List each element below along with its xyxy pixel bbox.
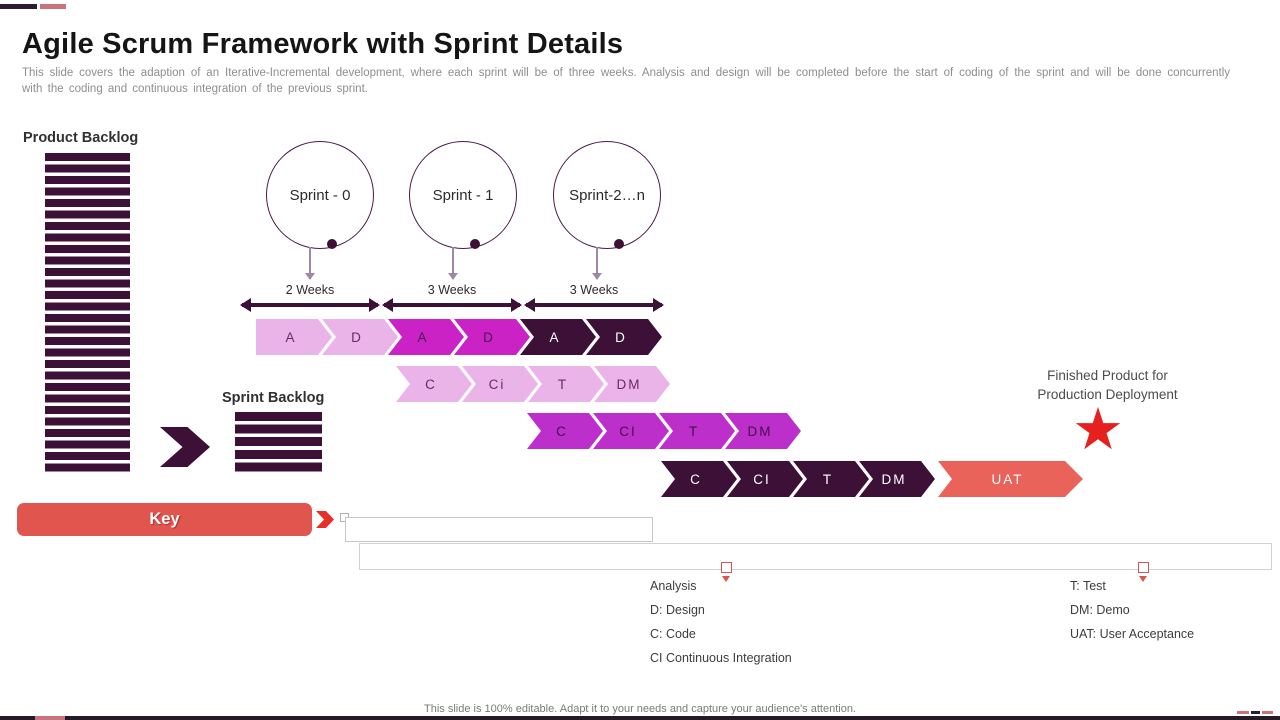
text-placeholder-1[interactable] [345, 517, 653, 542]
sprint-circle-label: Sprint-2…n [569, 186, 645, 204]
circle-dot-icon [614, 239, 624, 249]
sprint-backlog-stack [235, 412, 322, 475]
callout-triangle-icon [722, 576, 730, 582]
sprint-circle-label: Sprint - 1 [432, 186, 494, 204]
sprint-circle-label: Sprint - 0 [289, 186, 351, 204]
phase-chevron: A [388, 319, 464, 355]
bottom-edge-rose-segment [35, 716, 65, 720]
page-title: Agile Scrum Framework with Sprint Detail… [22, 28, 624, 60]
arrow-right-icon [160, 427, 210, 467]
arrow-down-icon [448, 247, 458, 280]
legend-item: CI Continuous Integration [650, 651, 792, 665]
duration-label: 3 Weeks [569, 283, 619, 297]
duration-arrow [240, 298, 380, 312]
circle-dot-icon [327, 239, 337, 249]
phase-chevron: D [586, 319, 662, 355]
phase-chevron: Ci [462, 366, 538, 402]
phase-chevron: A [520, 319, 596, 355]
star-icon: ★ [1072, 395, 1124, 463]
duration-arrow [524, 298, 664, 312]
legend-item: T: Test [1070, 579, 1106, 593]
arrow-down-icon [592, 247, 602, 280]
phase-chevron: D [322, 319, 398, 355]
bottom-edge-bar [0, 716, 1280, 720]
footer-dash-icon [1237, 711, 1249, 714]
legend-item: D: Design [650, 603, 705, 617]
key-arrow-icon [316, 511, 334, 528]
phase-chevron: DM [594, 366, 670, 402]
legend-item: UAT: User Acceptance [1070, 627, 1195, 641]
finished-product-label: Finished Product for Production Deployme… [1010, 366, 1205, 404]
legend-left-column: Analysis D: Design C: Code CI Continuous… [650, 578, 792, 674]
phase-chevron: C [661, 461, 737, 497]
product-backlog-stack [45, 153, 130, 475]
text-placeholder-2[interactable] [359, 543, 1272, 570]
legend-item: Analysis [650, 579, 697, 593]
product-backlog-label: Product Backlog [23, 130, 139, 146]
callout-triangle-icon [1139, 576, 1147, 582]
uat-chevron: UAT [938, 461, 1083, 497]
sprint-circle-0: Sprint - 0 [266, 141, 374, 249]
finished-product-line1: Finished Product for [1047, 368, 1168, 383]
phase-chevron: T [659, 413, 735, 449]
legend-item: DM: Demo [1070, 603, 1130, 617]
phase-chevron: T [793, 461, 869, 497]
slide-description: This slide covers the adaption of an Ite… [22, 67, 1230, 95]
top-accent-rose-bar [40, 4, 66, 9]
phase-chevron: CI [593, 413, 669, 449]
top-accent-dark-bar [0, 4, 37, 9]
phase-chevron: C [527, 413, 603, 449]
duration-label: 3 Weeks [427, 283, 477, 297]
sprint-circle-1: Sprint - 1 [409, 141, 517, 249]
finished-product-line2: Production Deployment [1037, 387, 1178, 402]
sprint-backlog-label: Sprint Backlog [222, 390, 325, 406]
phase-chevron: DM [725, 413, 801, 449]
duration-arrow [382, 298, 522, 312]
callout-marker-icon [1138, 562, 1149, 573]
sprint-circle-2: Sprint-2…n [553, 141, 661, 249]
phase-chevron: DM [859, 461, 935, 497]
duration-label: 2 Weeks [285, 283, 335, 297]
footer-dash-icon [1262, 711, 1273, 714]
phase-chevron: T [528, 366, 604, 402]
circle-dot-icon [470, 239, 480, 249]
key-button[interactable]: Key [17, 503, 312, 536]
phase-chevron: D [454, 319, 530, 355]
editable-note: This slide is 100% editable. Adapt it to… [424, 703, 856, 715]
footer-dash-icon [1251, 711, 1260, 714]
phase-chevron: C [396, 366, 472, 402]
legend-right-column: T: Test DM: Demo UAT: User Acceptance [1070, 578, 1194, 650]
callout-marker-icon [721, 562, 732, 573]
phase-chevron: A [256, 319, 332, 355]
arrow-down-icon [305, 247, 315, 280]
legend-item: C: Code [650, 627, 696, 641]
phase-chevron: CI [727, 461, 803, 497]
